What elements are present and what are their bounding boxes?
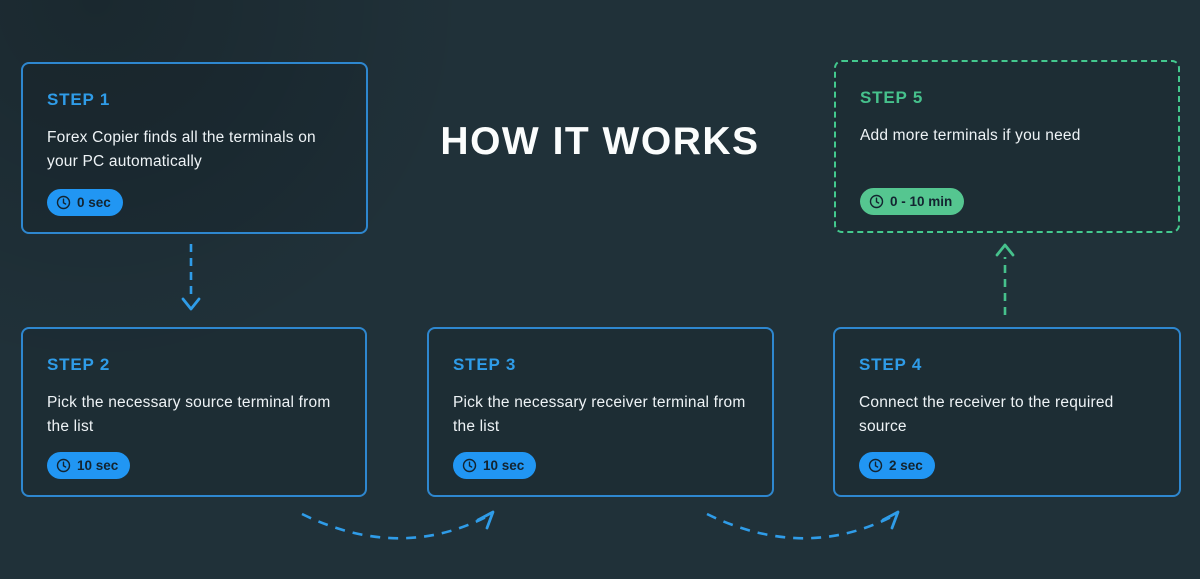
time-badge: 10 sec <box>453 452 537 479</box>
arrow-step2-step3-icon <box>294 503 506 564</box>
step-card-4: STEP 4 Connect the receiver to the requi… <box>833 327 1181 497</box>
step-label: STEP 5 <box>860 88 924 107</box>
step-card-3: STEP 3 Pick the necessary receiver termi… <box>427 327 774 497</box>
step-label: STEP 3 <box>453 355 517 374</box>
step-description: Pick the necessary receiver terminal fro… <box>453 394 746 436</box>
step-label: STEP 1 <box>47 90 111 109</box>
arrow-step1-step2-icon <box>178 241 204 322</box>
time-badge: 10 sec <box>47 452 131 479</box>
page-title: HOW IT WORKS <box>440 120 760 163</box>
step-description: Forex Copier finds all the terminals on … <box>47 129 316 171</box>
clock-icon <box>869 194 884 209</box>
step-card-2: STEP 2 Pick the necessary source termina… <box>21 327 367 497</box>
clock-icon <box>868 458 883 473</box>
time-badge-label: 2 sec <box>889 458 923 473</box>
clock-icon <box>462 458 477 473</box>
step-description: Connect the receiver to the required sou… <box>859 394 1114 436</box>
step-label: STEP 2 <box>47 355 111 374</box>
step-description: Add more terminals if you need <box>860 127 1081 144</box>
arrow-step3-step4-icon <box>699 503 911 564</box>
step-label: STEP 4 <box>859 355 923 374</box>
arrow-step4-step5-icon <box>992 240 1018 323</box>
time-badge: 2 sec <box>859 452 935 479</box>
time-badge-label: 10 sec <box>483 458 525 473</box>
time-badge: 0 - 10 min <box>860 188 965 215</box>
clock-icon <box>56 195 71 210</box>
clock-icon <box>56 458 71 473</box>
time-badge-label: 10 sec <box>77 458 119 473</box>
step-card-1: STEP 1 Forex Copier finds all the termin… <box>21 62 368 234</box>
time-badge-label: 0 sec <box>77 195 111 210</box>
time-badge-label: 0 - 10 min <box>890 194 953 209</box>
step-card-5: STEP 5 Add more terminals if you need 0 … <box>834 60 1180 233</box>
time-badge: 0 sec <box>47 189 123 216</box>
step-description: Pick the necessary source terminal from … <box>47 394 331 436</box>
